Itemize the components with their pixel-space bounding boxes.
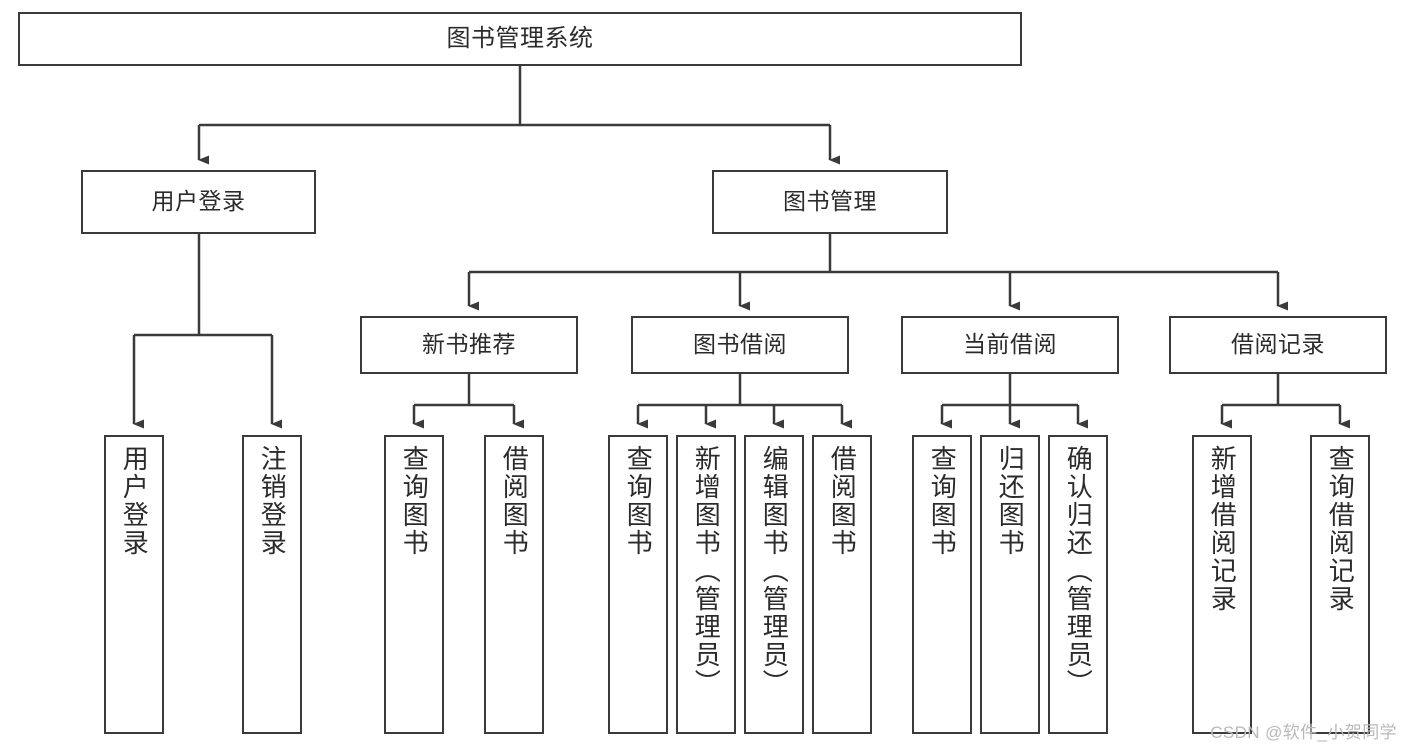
node-label: 用户登录 xyxy=(151,188,246,215)
node-leaf-current-confirm-return-admin[interactable]: 确认归还（管理员） xyxy=(1048,435,1108,734)
node-leaf-recommend-query-book[interactable]: 查询图书 xyxy=(384,435,444,734)
node-book-management[interactable]: 图书管理 xyxy=(712,170,948,234)
node-leaf-borrow-query-book[interactable]: 查询图书 xyxy=(608,435,668,734)
node-label: 用户登录 xyxy=(119,445,150,557)
node-label: 借阅记录 xyxy=(1231,331,1325,358)
node-user-login[interactable]: 用户登录 xyxy=(81,170,316,234)
node-label: 当前借阅 xyxy=(963,331,1057,358)
node-label: 新增借阅记录 xyxy=(1207,445,1238,613)
node-label: 查询图书 xyxy=(623,445,654,557)
node-leaf-current-return-book[interactable]: 归还图书 xyxy=(980,435,1040,734)
node-leaf-record-add-borrow-record[interactable]: 新增借阅记录 xyxy=(1192,435,1252,734)
node-label: 确认归还（管理员） xyxy=(1063,445,1094,697)
node-label: 归还图书 xyxy=(995,445,1026,557)
node-label: 查询图书 xyxy=(399,445,430,557)
node-new-book-recommend[interactable]: 新书推荐 xyxy=(360,316,578,374)
node-leaf-record-query-borrow-record[interactable]: 查询借阅记录 xyxy=(1310,435,1370,734)
node-leaf-borrow-add-book-admin[interactable]: 新增图书（管理员） xyxy=(676,435,736,734)
node-book-borrow[interactable]: 图书借阅 xyxy=(631,316,849,374)
node-label: 注销登录 xyxy=(257,445,288,557)
node-leaf-borrow-borrow-book[interactable]: 借阅图书 xyxy=(812,435,872,734)
node-leaf-logout[interactable]: 注销登录 xyxy=(242,435,302,734)
node-leaf-recommend-borrow-book[interactable]: 借阅图书 xyxy=(484,435,544,734)
node-borrow-record[interactable]: 借阅记录 xyxy=(1169,316,1387,374)
node-label: 新增图书（管理员） xyxy=(691,445,722,697)
node-label: 图书管理 xyxy=(783,188,877,215)
node-label: 借阅图书 xyxy=(827,445,858,557)
node-label: 图书管理系统 xyxy=(446,24,594,52)
csdn-watermark: CSDN @软件_小贺同学 xyxy=(1210,723,1397,742)
node-label: 查询借阅记录 xyxy=(1325,445,1356,613)
node-current-borrow[interactable]: 当前借阅 xyxy=(901,316,1119,374)
node-label: 借阅图书 xyxy=(499,445,530,557)
node-leaf-borrow-edit-book-admin[interactable]: 编辑图书（管理员） xyxy=(744,435,804,734)
node-root-book-management-system[interactable]: 图书管理系统 xyxy=(18,12,1022,66)
node-leaf-user-login[interactable]: 用户登录 xyxy=(104,435,164,734)
node-label: 图书借阅 xyxy=(693,331,787,358)
node-label: 编辑图书（管理员） xyxy=(759,445,790,697)
node-label: 查询图书 xyxy=(927,445,958,557)
node-leaf-current-query-book[interactable]: 查询图书 xyxy=(912,435,972,734)
node-label: 新书推荐 xyxy=(422,331,516,358)
